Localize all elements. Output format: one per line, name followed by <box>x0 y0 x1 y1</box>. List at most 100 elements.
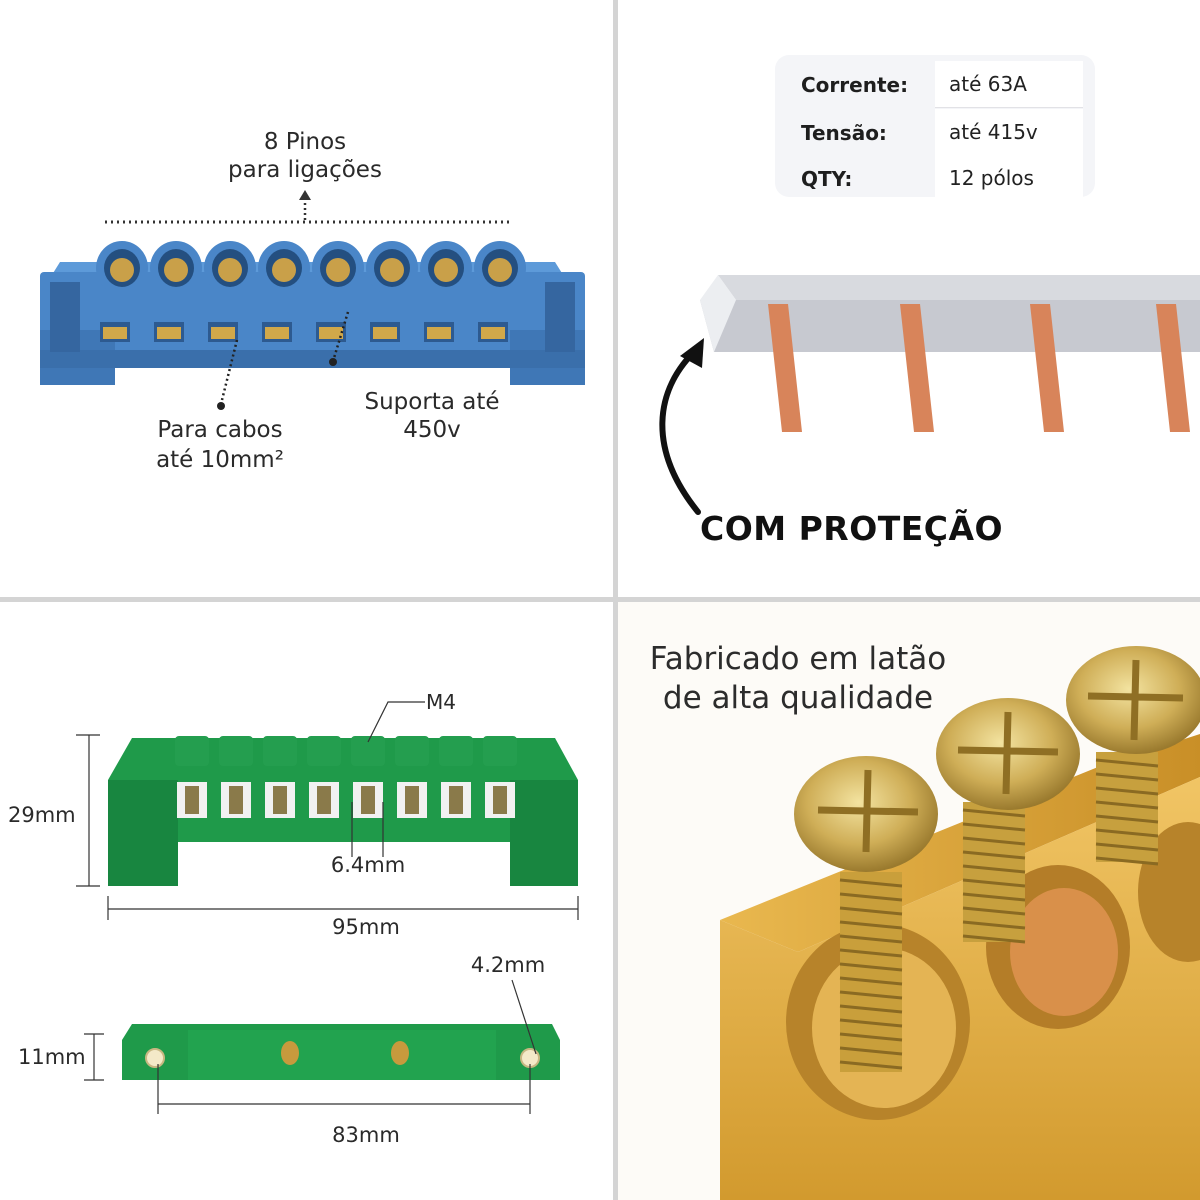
busbar-base <box>40 350 585 368</box>
screw-thread-line <box>839 948 903 958</box>
green-pin <box>395 736 429 766</box>
pins-label-line2: para ligações <box>228 157 382 183</box>
blue-pin-screw <box>326 258 350 282</box>
spec-row-current: Corrente: até 63A <box>775 61 1095 107</box>
green-slot-screw <box>185 786 199 814</box>
green-pin <box>307 736 341 766</box>
screw-thread-line <box>839 906 903 916</box>
protection-arrow-head <box>680 338 704 368</box>
pitch-label: 6.4mm <box>330 853 406 877</box>
screw-thread-line <box>839 1046 903 1056</box>
cables-arrow-dot <box>217 402 225 410</box>
green-pin <box>483 736 517 766</box>
screw-slot-1 <box>817 769 919 853</box>
m4-leader <box>367 701 425 743</box>
screw-thread-line <box>962 878 1026 888</box>
divider-horizontal-left <box>0 597 613 602</box>
green-slot-screw <box>493 786 507 814</box>
green-body-shade-left <box>108 780 178 886</box>
blue-terminal-brass <box>265 327 289 339</box>
green-pin <box>439 736 473 766</box>
screw-thread-line <box>839 1032 903 1042</box>
brass-caption-line2: de alta qualidade <box>662 680 934 716</box>
voltage-arrow-stem <box>332 311 350 359</box>
screw-thread-line <box>962 864 1026 874</box>
busbar-shadow-slot-right <box>545 282 575 352</box>
voltage-label-line1: Suporta até <box>364 389 500 415</box>
copper-tooth <box>1156 304 1190 432</box>
screw-thread-line <box>962 850 1026 860</box>
spec-key-current: Corrente: <box>801 73 909 97</box>
blue-busbar-illustration <box>40 190 585 410</box>
brass-caption-line1: Fabricado em latão <box>649 641 947 677</box>
blue-pin-screw <box>218 258 242 282</box>
screw-thread-line <box>962 906 1026 916</box>
green-pin <box>263 736 297 766</box>
busbar-shadow-slot-left <box>50 282 80 352</box>
base-hole-left <box>145 1048 165 1068</box>
base-screw-1 <box>281 1041 299 1065</box>
blue-terminal-brass <box>373 327 397 339</box>
screw-thread-line <box>962 836 1026 846</box>
cables-label-line2: até 10mm² <box>156 447 284 473</box>
screw-thread-line <box>1095 786 1159 796</box>
screw-slot-3 <box>1087 659 1184 741</box>
brass-terminal-illustration <box>720 646 1200 1200</box>
thickness-label: 11mm <box>18 1045 86 1069</box>
spec-key-qty: QTY: <box>801 167 853 191</box>
pins-arrow-head <box>299 190 311 200</box>
base-screw-2 <box>391 1041 409 1065</box>
screw-thread-line <box>839 1060 903 1070</box>
blue-terminal-brass <box>319 327 343 339</box>
blue-pin-screw <box>110 258 134 282</box>
pin-busbar-illustration <box>659 275 1200 515</box>
blue-pin-screw <box>434 258 458 282</box>
green-slot-screw <box>449 786 463 814</box>
length-label: 95mm <box>332 915 400 939</box>
green-slot-screw <box>361 786 375 814</box>
screw-thread-line <box>962 934 1026 944</box>
voltage-arrow-dot <box>329 358 337 366</box>
blue-terminal-brass <box>103 327 127 339</box>
green-slot-screw <box>273 786 287 814</box>
blue-pin-screw <box>272 258 296 282</box>
screw-thread-line <box>962 808 1026 818</box>
screw-thread-line <box>962 920 1026 930</box>
screw-thread-line <box>839 920 903 930</box>
pins-label-line1: 8 Pinos <box>263 129 347 155</box>
green-base-front <box>188 1030 496 1080</box>
green-pin <box>175 736 209 766</box>
spec-value-voltage: até 415v <box>935 109 1083 155</box>
copper-tooth <box>900 304 934 432</box>
voltage-label-line2: 450v <box>403 417 461 443</box>
divider-vertical <box>613 0 618 1200</box>
panel-green-dimensions: M4 29mm 6.4mm 95mm 4.2mm 11mm 83mm <box>0 602 613 1200</box>
green-body-shade-right <box>510 780 578 886</box>
spec-table: Corrente: até 63A Tensão: até 415v QTY: … <box>775 55 1095 201</box>
panel-brass-closeup: Fabricado em latão de alta qualidade <box>618 602 1200 1200</box>
green-slot-screw <box>229 786 243 814</box>
green-pin <box>219 736 253 766</box>
hole-diameter-label: 4.2mm <box>470 953 546 977</box>
blue-terminal-brass <box>427 327 451 339</box>
spec-key-voltage: Tensão: <box>801 121 887 145</box>
green-slot-screw <box>317 786 331 814</box>
dim-42-leader <box>511 979 537 1055</box>
blue-terminal-brass <box>211 327 235 339</box>
m4-label: M4 <box>426 690 456 714</box>
hole-spacing-label: 83mm <box>332 1123 400 1147</box>
screw-thread-line <box>1095 828 1159 838</box>
blue-terminal-brass <box>157 327 181 339</box>
blue-terminal-brass <box>481 327 505 339</box>
divider-horizontal-right <box>618 597 1200 602</box>
screw-thread-line <box>839 976 903 986</box>
protection-label: COM PROTEÇÃO <box>700 509 1004 548</box>
screw-thread-line <box>1095 772 1159 782</box>
screw-thread-line <box>839 934 903 944</box>
panel-blue-busbar: 8 Pinos para ligações Para cabos até 10m… <box>0 0 613 597</box>
screw-thread-line <box>1095 800 1159 810</box>
screw-thread-1 <box>840 872 902 1072</box>
height-label: 29mm <box>8 803 76 827</box>
brass-hole-2-inner <box>1010 888 1118 1016</box>
copper-tooth <box>768 304 802 432</box>
